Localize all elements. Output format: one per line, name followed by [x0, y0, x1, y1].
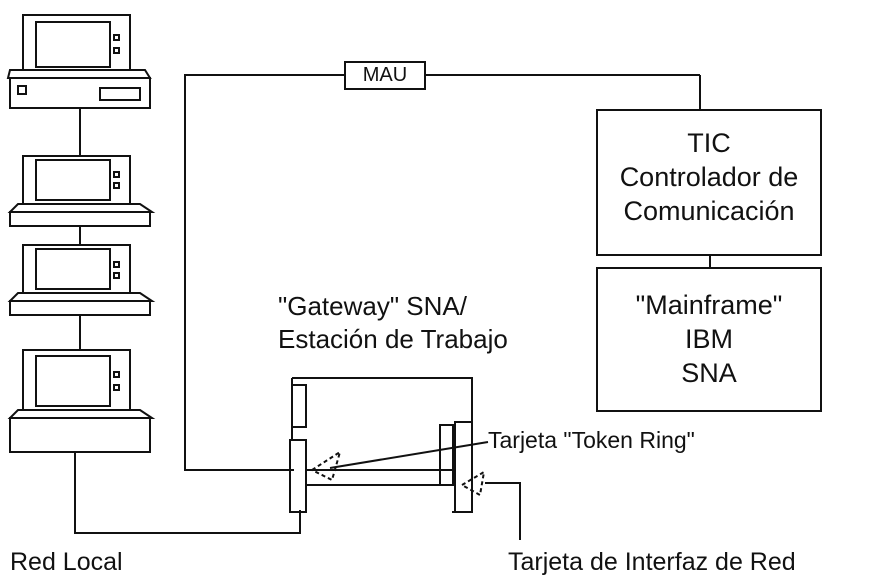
computer-3-icon — [7, 244, 156, 316]
nic-label: Tarjeta de Interfaz de Red — [508, 548, 796, 576]
computer-2-icon — [7, 155, 156, 227]
token-ring-cable — [184, 74, 345, 471]
mainframe-label: "Mainframe" IBM SNA — [597, 288, 821, 390]
mainframe-line-2: IBM — [684, 324, 733, 354]
red-local-label: Red Local — [10, 548, 123, 576]
tic-label: TIC Controlador de Comunicación — [597, 126, 821, 228]
computer-4-icon — [7, 349, 156, 453]
mau-label: MAU — [362, 64, 408, 86]
token-ring-card-label: Tarjeta "Token Ring" — [488, 427, 695, 453]
computer-1-icon — [6, 14, 152, 109]
mainframe-box — [596, 267, 822, 412]
mainframe-line-1: "Mainframe" — [635, 290, 783, 320]
tic-line-3: Comunicación — [623, 196, 795, 226]
mainframe-line-3: SNA — [681, 358, 737, 388]
tic-line-2: Controlador de — [619, 162, 799, 192]
mau-box — [344, 61, 426, 90]
gateway-label: "Gateway" SNA/ Estación de Trabajo — [278, 290, 508, 356]
tic-line-1: TIC — [687, 128, 731, 158]
gateway-line-2: Estación de Trabajo — [278, 324, 508, 354]
local-network-cable — [74, 452, 301, 534]
gateway-workstation — [289, 377, 473, 513]
gateway-line-1: "Gateway" SNA/ — [278, 291, 467, 321]
